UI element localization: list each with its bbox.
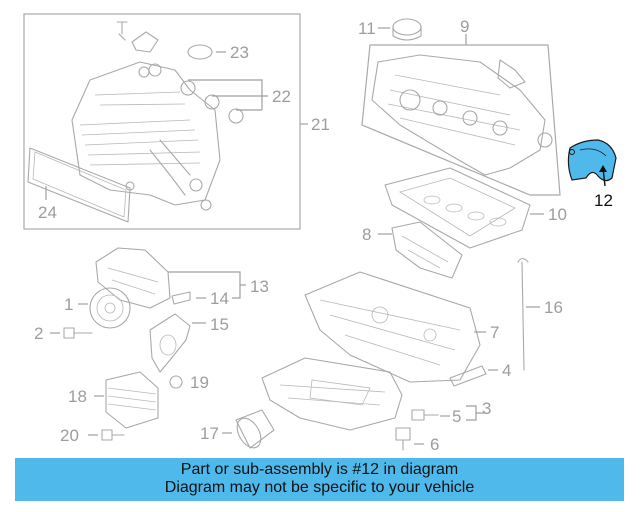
callout-24: 24 xyxy=(38,203,57,222)
callout-5: 5 xyxy=(452,407,461,426)
callout-12: 12 xyxy=(594,191,613,210)
bolt-2-drawing xyxy=(63,327,93,339)
oring-23-drawing xyxy=(187,44,213,60)
callout-16: 16 xyxy=(544,298,563,317)
oil-pan-upper-7-drawing xyxy=(304,271,481,383)
callout-23: 23 xyxy=(230,43,249,62)
leader-12-arrow xyxy=(599,165,607,172)
caption-line-1: Part or sub-assembly is #12 in diagram xyxy=(180,461,459,478)
callout-10: 10 xyxy=(548,205,567,224)
pulley-1-drawing xyxy=(89,287,131,329)
oring-19-drawing xyxy=(169,375,183,389)
callout-9: 9 xyxy=(460,17,469,36)
callout-18: 18 xyxy=(68,387,87,406)
callout-4: 4 xyxy=(502,361,511,380)
part-15-drawing xyxy=(149,313,191,373)
plug-6-drawing xyxy=(395,427,411,451)
callout-7: 7 xyxy=(490,323,499,342)
callout-21: 21 xyxy=(311,115,330,134)
callout-2: 2 xyxy=(34,324,43,343)
callout-3: 3 xyxy=(482,399,491,418)
callout-8: 8 xyxy=(362,225,371,244)
callout-14: 14 xyxy=(210,289,229,308)
part-12-shape xyxy=(567,139,617,182)
dipstick-16-drawing xyxy=(517,257,529,371)
orings-22-drawing xyxy=(180,80,244,124)
callout-19: 19 xyxy=(190,373,209,392)
callout-17: 17 xyxy=(200,424,219,443)
callout-11: 11 xyxy=(358,19,376,38)
bolt-20-drawing xyxy=(101,429,125,441)
callout-1: 1 xyxy=(64,295,73,314)
callout-13: 13 xyxy=(250,277,269,296)
part-4-drawing xyxy=(449,365,487,387)
oil-filler-cap-drawing xyxy=(392,18,422,41)
oil-cooler-18-drawing xyxy=(105,371,159,429)
caption-line-2: Diagram may not be specific to your vehi… xyxy=(164,479,475,496)
valve-cover-drawing xyxy=(371,54,553,176)
oil-pan-lower-3-drawing xyxy=(261,357,403,431)
part-13-drawing xyxy=(95,247,171,309)
intake-manifold-drawing xyxy=(71,21,221,211)
callout-20: 20 xyxy=(60,426,79,445)
valve-cover-group-box xyxy=(361,44,561,196)
callout-15: 15 xyxy=(210,315,229,334)
gasket-24-drawing xyxy=(27,147,131,223)
part-12-bolt-hole xyxy=(569,149,575,155)
intake-manifold-group-box xyxy=(23,13,301,230)
callout-22: 22 xyxy=(272,87,291,106)
caption-bar: Part or sub-assembly is #12 in diagram D… xyxy=(15,458,624,501)
callout-6: 6 xyxy=(430,435,439,454)
highlighted-part-12 xyxy=(567,139,617,182)
part-8-drawing xyxy=(391,221,463,279)
gasket-10-drawing xyxy=(384,167,531,249)
part-14-drawing xyxy=(171,291,191,305)
oil-filter-17-drawing xyxy=(235,409,275,449)
bolt-5-drawing xyxy=(411,409,439,421)
